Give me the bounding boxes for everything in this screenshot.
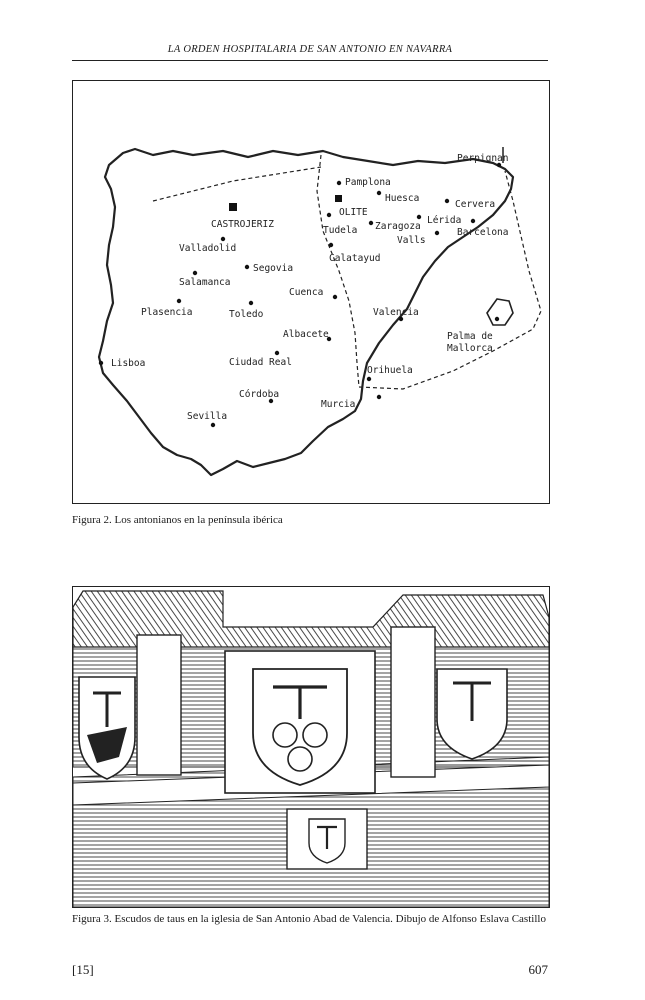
city-dot-lerida (416, 214, 422, 220)
page-number: 607 (528, 962, 549, 977)
city-dot-cordoba (268, 398, 274, 404)
shield-left (78, 676, 136, 780)
city-label: Plasencia (141, 307, 192, 318)
coats-of-arms-drawing (73, 590, 549, 907)
city-dot-tudela (326, 212, 332, 218)
page-section-number: [15] (72, 962, 94, 977)
city-label: CASTROJERIZ (211, 219, 274, 230)
city-dot-salamanca (192, 270, 198, 276)
mallorca-outline (486, 298, 514, 326)
city-dot-valls (434, 230, 440, 236)
city-label: Valladolid (179, 243, 236, 254)
city-dot-orihuela (366, 376, 372, 382)
roundel (287, 746, 313, 772)
city-label: Murcia (321, 399, 355, 410)
city-label: Palma de (447, 331, 493, 342)
city-label: Orihuela (367, 365, 413, 376)
city-label: Cervera (455, 199, 495, 210)
city-dot-toledo (248, 300, 254, 306)
tau-cross-icon (93, 691, 121, 727)
city-label: Lérida (427, 215, 461, 226)
city-dot-huesca (376, 190, 382, 196)
city-label: Tudela (323, 225, 357, 236)
figure-2-map: Perpignan Pamplona Huesca Cervera OLITE … (72, 80, 550, 504)
city-dot-pamplona (336, 180, 342, 186)
city-dot-cuenca (332, 294, 338, 300)
shield-lower (308, 818, 346, 864)
city-label: OLITE (339, 207, 368, 218)
city-label: Valencia (373, 307, 419, 318)
city-dot-segovia (244, 264, 250, 270)
city-label: Calatayud (329, 253, 380, 264)
city-label: Salamanca (179, 277, 230, 288)
boundary-castile (152, 166, 322, 202)
city-label: Barcelona (457, 227, 508, 238)
city-dot-zaragoza (368, 220, 374, 226)
city-dot-valencia (398, 316, 404, 322)
boundary-aragon-west (316, 154, 360, 388)
city-label: Toledo (229, 309, 264, 320)
shield-center (252, 668, 348, 786)
city-label: Pamplona (345, 177, 391, 188)
peninsula-outline (97, 147, 515, 477)
figure-2-caption: Figura 2. Los antonianos en la península… (72, 514, 283, 526)
city-label: Zaragoza (375, 221, 421, 232)
city-label: Huesca (385, 193, 419, 204)
boundary-aragon-south (358, 170, 542, 390)
city-labels: Perpignan Pamplona Huesca Cervera OLITE … (111, 153, 508, 422)
city-dot-lisboa (98, 360, 104, 366)
iberia-map: Perpignan Pamplona Huesca Cervera OLITE … (97, 147, 542, 477)
city-dot-valladolid (220, 236, 226, 242)
city-dot-albacete (326, 336, 332, 342)
tau-cross-icon (453, 681, 491, 721)
city-label: Albacete (283, 329, 329, 340)
roundel (272, 722, 298, 748)
city-square-olite (335, 195, 342, 202)
city-dot-murcia (376, 394, 382, 400)
shield-right (436, 668, 508, 760)
city-dot-sevilla (210, 422, 216, 428)
city-label: Mallorca (447, 343, 493, 354)
right-pilaster (390, 626, 436, 778)
city-dot-plasencia (176, 298, 182, 304)
city-markers (98, 162, 502, 428)
city-dot-barcelona (470, 218, 476, 224)
city-dot-ciudad-real (274, 350, 280, 356)
city-label: Ciudad Real (229, 357, 292, 368)
tau-cross-icon (317, 825, 337, 849)
city-label: Perpignan (457, 153, 508, 164)
figure-3-caption: Figura 3. Escudos de taus en la iglesia … (72, 913, 546, 925)
running-head: LA ORDEN HOSPITALARIA DE SAN ANTONIO EN … (167, 44, 453, 55)
header-rule (72, 60, 548, 61)
city-dot-calatayud (328, 242, 334, 248)
city-label: Valls (397, 235, 426, 246)
city-label: Sevilla (187, 411, 227, 422)
roundel (302, 722, 328, 748)
city-dot-perpignan (496, 162, 502, 168)
city-square-castrojeriz (229, 203, 237, 211)
city-label: Córdoba (239, 389, 279, 400)
city-dot-cervera (444, 198, 450, 204)
tau-cross-icon (273, 685, 327, 719)
city-label: Segovia (253, 263, 293, 274)
left-pilaster (136, 634, 182, 776)
figure-3-drawing (72, 586, 550, 908)
city-label: Cuenca (289, 287, 323, 298)
city-dot-palma (494, 316, 500, 322)
city-label: Lisboa (111, 358, 145, 369)
